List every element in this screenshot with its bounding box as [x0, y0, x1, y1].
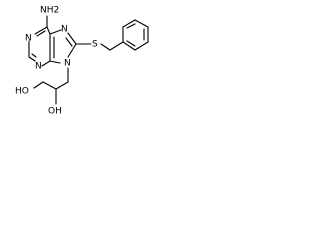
atom-nh2: NH2	[40, 6, 59, 16]
bond-c5-n7	[49, 29, 62, 35]
bond-c6-n1-inner	[36, 30, 46, 37]
atom-n7: N	[61, 25, 68, 35]
bond-n3-c4	[41, 60, 51, 67]
bond-ph-inner-3	[126, 40, 136, 47]
bond-c2-n3	[28, 56, 36, 62]
bond-c6-n1	[34, 26, 48, 35]
bond-ph-6	[122, 41, 136, 51]
bond-n7-c8	[67, 32, 77, 45]
bond-c5-c6	[46, 26, 51, 35]
atom-n9: N	[64, 59, 71, 69]
bond-ph-3	[134, 19, 149, 28]
atom-oh-bottom: OH	[48, 107, 62, 117]
molecule-structure: NH2 N N N N S HO OH	[15, 6, 149, 117]
atom-oh-left: HO	[15, 87, 29, 97]
bond-ch2-ph	[109, 41, 124, 51]
bond-c8-n9	[67, 43, 77, 58]
bond-c2-n3-inner	[31, 53, 37, 58]
bond-s-ch2	[100, 43, 111, 51]
atom-labels: NH2 N N N N S HO OH	[15, 6, 98, 117]
bond-ch2-oh	[33, 81, 44, 89]
atom-n3: N	[35, 62, 42, 72]
bond-ph-5	[134, 41, 149, 51]
bond-ch2-choh	[55, 81, 69, 90]
bond-ph-2	[122, 19, 136, 28]
bond-n7-c8-inner	[65, 37, 73, 47]
atom-s: S	[92, 40, 98, 50]
bond-n9-c4	[49, 60, 61, 64]
atom-n1: N	[25, 34, 32, 44]
bond-ph-inner-1	[126, 23, 136, 29]
bond-choh-ch2	[42, 81, 57, 90]
bonds	[28, 15, 149, 105]
